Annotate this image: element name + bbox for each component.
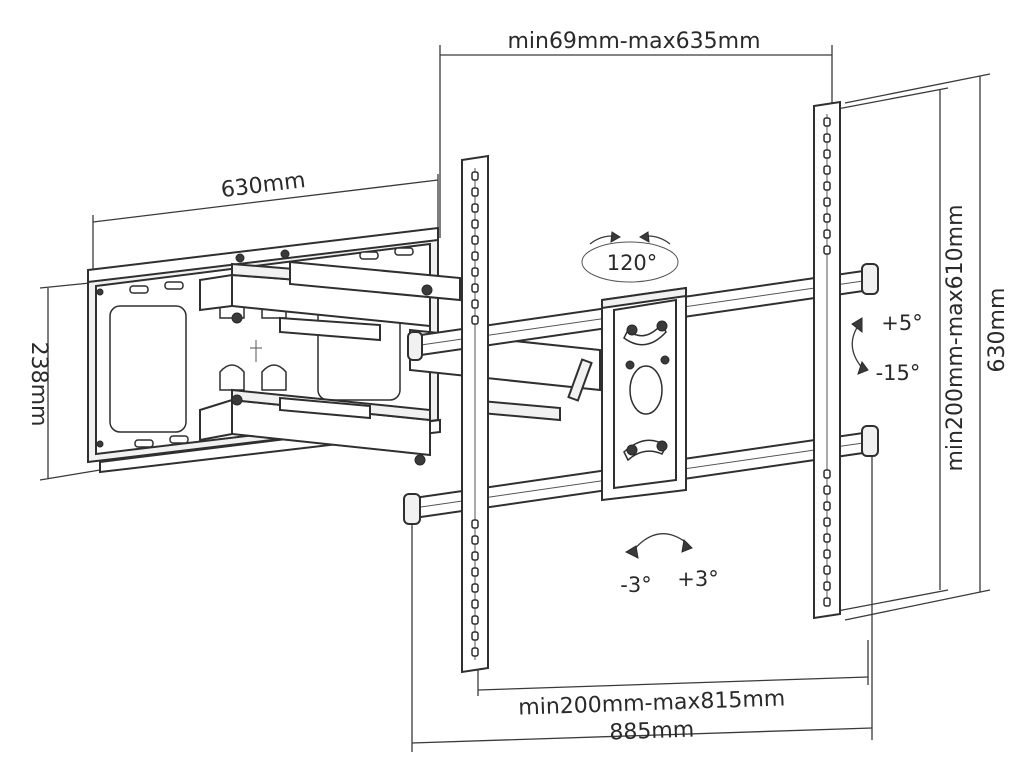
bracket-hole: [471, 219, 479, 229]
bracket-hole: [471, 251, 479, 261]
vertical-rail-label: min200mm-max610mm: [943, 204, 968, 471]
bracket-hole: [823, 149, 831, 159]
level-arrow-icon: [624, 533, 693, 559]
bracket-hole: [823, 501, 831, 511]
bracket-hole: [823, 517, 831, 527]
bracket-hole: [823, 533, 831, 543]
bracket-hole: [823, 133, 831, 143]
bracket-hole: [471, 615, 479, 625]
dimension-lines: [39, 45, 991, 752]
bracket-hole: [471, 583, 479, 593]
bracket-hole: [471, 647, 479, 657]
tilt-down-label: -15°: [876, 361, 921, 385]
level-plus-label: +3°: [677, 567, 718, 591]
bracket-holes: [471, 117, 831, 657]
level-minus-label: -3°: [620, 573, 651, 597]
overall-width-label: 885mm: [609, 718, 695, 746]
vertical-brackets: [461, 100, 841, 674]
top-width-label: min69mm-max635mm: [507, 29, 760, 54]
bracket-hole: [471, 551, 479, 561]
bracket-hole: [823, 549, 831, 559]
overall-height-label: 630mm: [985, 288, 1010, 373]
bracket-hole: [471, 599, 479, 609]
bracket-hole: [823, 197, 831, 207]
bracket-hole: [823, 245, 831, 255]
bracket-hole: [471, 267, 479, 277]
center-tilt-plate: [601, 286, 687, 502]
bracket-hole: [471, 283, 479, 293]
bracket-hole: [823, 485, 831, 495]
bracket-hole: [823, 117, 831, 127]
bracket-hole: [823, 165, 831, 175]
bracket-hole: [471, 203, 479, 213]
bracket-hole: [823, 597, 831, 607]
bracket-hole: [823, 181, 831, 191]
bracket-hole: [471, 187, 479, 197]
bracket-hole: [823, 565, 831, 575]
bracket-hole: [823, 581, 831, 591]
bracket-hole: [471, 171, 479, 181]
bracket-hole: [471, 315, 479, 325]
bracket-hole: [471, 535, 479, 545]
bracket-hole: [471, 631, 479, 641]
bracket-hole: [823, 229, 831, 239]
swivel-angle-label: 120°: [607, 251, 658, 275]
bracket-hole: [471, 567, 479, 577]
bracket-hole: [823, 469, 831, 479]
bracket-hole: [471, 299, 479, 309]
bracket-hole: [471, 519, 479, 529]
horizontal-rail-label: min200mm-max815mm: [518, 686, 786, 720]
bracket-hole: [471, 235, 479, 245]
wall-plate-height-label: 238mm: [26, 342, 51, 427]
swivel-arrow-icon: [581, 231, 679, 283]
tilt-arrow-icon: [851, 317, 869, 375]
tilt-up-label: +5°: [881, 311, 922, 335]
bracket-hole: [823, 213, 831, 223]
